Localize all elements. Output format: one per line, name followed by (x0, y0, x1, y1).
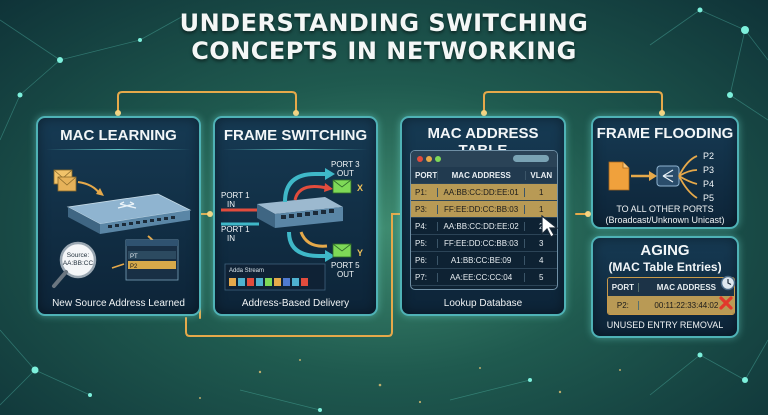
mac-learning-caption: New Source Address Learned (52, 298, 185, 309)
network-switch-icon (257, 197, 343, 228)
frame-flooding-caption-1: TO ALL OTHER PORTS (616, 204, 714, 214)
port-out-top-sub: OUT (337, 169, 354, 178)
aging-table: PORT MAC ADDRESS P2: 00:11:22:33:44:02 (607, 277, 735, 315)
mac-learning-illustration: PT P2 Source: AA:BB:CC (52, 169, 192, 288)
aging-title: AGING (640, 242, 690, 259)
port-in-bottom-label: PORT 1 (221, 225, 250, 234)
port-in-top-label: PORT 1 (221, 191, 250, 200)
frame-flooding-panel: FRAME FLOODING P2 P3 P4 P5 TO ALL OTHER … (591, 116, 739, 229)
mac-address-table-caption: Lookup Database (443, 298, 523, 309)
page-title-line2: CONCEPTS IN NETWORKING (191, 37, 577, 65)
frame-switching-caption: Address-Based Delivery (241, 298, 350, 309)
mini-table-port-1: PT (130, 254, 138, 260)
mac-learning-title: MAC LEARNING (60, 127, 177, 144)
aging-table-header: PORT MAC ADDRESS (608, 278, 734, 296)
port-in-bottom-sub: IN (227, 234, 235, 243)
table-header: PORT MAC ADDRESS VLAN (411, 167, 557, 184)
port-in-top-sub: IN (227, 200, 235, 209)
aging-subtitle: (MAC Table Entries) (608, 260, 722, 274)
port-out-bottom-label: PORT 5 (331, 261, 360, 270)
cursor-icon (541, 214, 559, 238)
mac-address-table: PORT MAC ADDRESS VLAN P1: AA:BB:CC:DD:EE… (410, 150, 558, 290)
network-switch-icon (66, 193, 192, 234)
marker-x: X (357, 183, 363, 193)
mac-learning-panel: MAC LEARNING (36, 116, 201, 316)
page-title-line1: UNDERSTANDING SWITCHING (179, 9, 589, 37)
hub-icon (656, 165, 680, 187)
magnifier-source-value: AA:BB:CC (63, 260, 94, 267)
delete-x-icon (719, 296, 733, 310)
frame-flooding-title: FRAME FLOODING (596, 125, 734, 142)
flood-port-p3: P3 (703, 165, 714, 175)
table-row[interactable]: P4: AA:BB:CC:DD:EE:02 2 (411, 218, 557, 235)
table-row[interactable]: P6: A1:BB:CC:BE:09 4 (411, 252, 557, 269)
port-out-top-label: PORT 3 (331, 160, 360, 169)
flood-port-p5: P5 (703, 193, 714, 203)
aging-caption: UNUSED ENTRY REMOVAL (606, 320, 724, 330)
document-icon (608, 161, 630, 191)
frame-switching-title: FRAME SWITCHING (223, 127, 368, 144)
envelope-icon (332, 179, 352, 194)
frame-flooding-caption-2: (Broadcast/Unknown Unicast) (605, 215, 725, 225)
aging-table-row[interactable]: P2: 00:11:22:33:44:02 (608, 296, 734, 314)
table-row[interactable]: P3: FF:EE:DD:CC:BB:03 1 (411, 201, 557, 218)
table-row[interactable]: P1: AA:BB:CC:DD:EE:01 1 (411, 184, 557, 201)
data-stream-label: Adda Stream (229, 268, 264, 274)
magnifier-source-label: Source: (67, 252, 90, 259)
table-window-bar (411, 151, 557, 167)
envelope-icon (57, 176, 77, 192)
frame-switching-illustration: PORT 1 IN PORT 1 IN (221, 160, 363, 291)
header-vlan: VLAN (524, 170, 557, 180)
table-search-bar[interactable] (513, 155, 549, 162)
mini-table-port-2: P2 (130, 264, 138, 270)
header-mac: MAC ADDRESS (437, 170, 525, 180)
table-row[interactable]: P5: FF:EE:DD:CC:BB:03 3 (411, 235, 557, 252)
clock-icon (720, 275, 736, 291)
flood-port-p4: P4 (703, 179, 714, 189)
marker-y: Y (357, 248, 363, 258)
header-port: PORT (415, 170, 438, 180)
table-row[interactable]: P7: AA:EE:CC:CC:04 5 (411, 269, 557, 286)
frame-switching-panel: FRAME SWITCHING PORT 1 IN PORT 1 IN (213, 116, 378, 316)
port-out-bottom-sub: OUT (337, 270, 354, 279)
frame-flooding-illustration: P2 P3 P4 P5 (608, 151, 714, 203)
magnifier-icon: Source: AA:BB:CC (52, 241, 97, 288)
envelope-icon (332, 243, 352, 258)
flood-port-p2: P2 (703, 151, 714, 161)
